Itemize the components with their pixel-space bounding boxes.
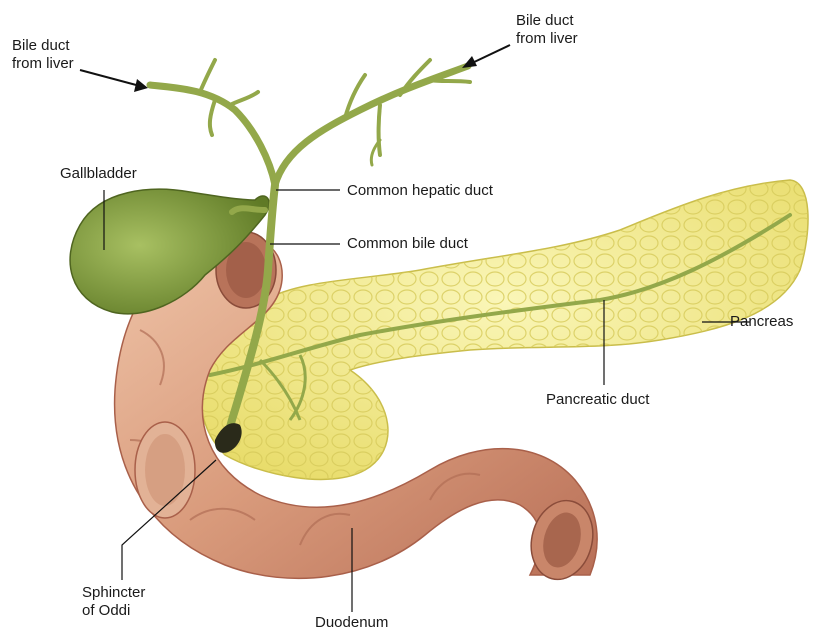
label-duodenum: Duodenum xyxy=(315,614,388,632)
label-pancreatic-duct: Pancreatic duct xyxy=(546,391,649,409)
label-bile-duct-left: Bile duct from liver xyxy=(12,37,74,73)
label-gallbladder: Gallbladder xyxy=(60,165,137,183)
label-sphincter-of-oddi: Sphincter of Oddi xyxy=(82,584,145,620)
label-common-bile-duct: Common bile duct xyxy=(347,235,468,253)
pancreas xyxy=(200,180,808,479)
arrow-right-icon xyxy=(462,45,510,68)
label-common-hepatic-duct: Common hepatic duct xyxy=(347,182,493,200)
arrow-left-icon xyxy=(80,70,148,92)
label-pancreas: Pancreas xyxy=(730,313,793,331)
label-bile-duct-right: Bile duct from liver xyxy=(516,12,578,48)
